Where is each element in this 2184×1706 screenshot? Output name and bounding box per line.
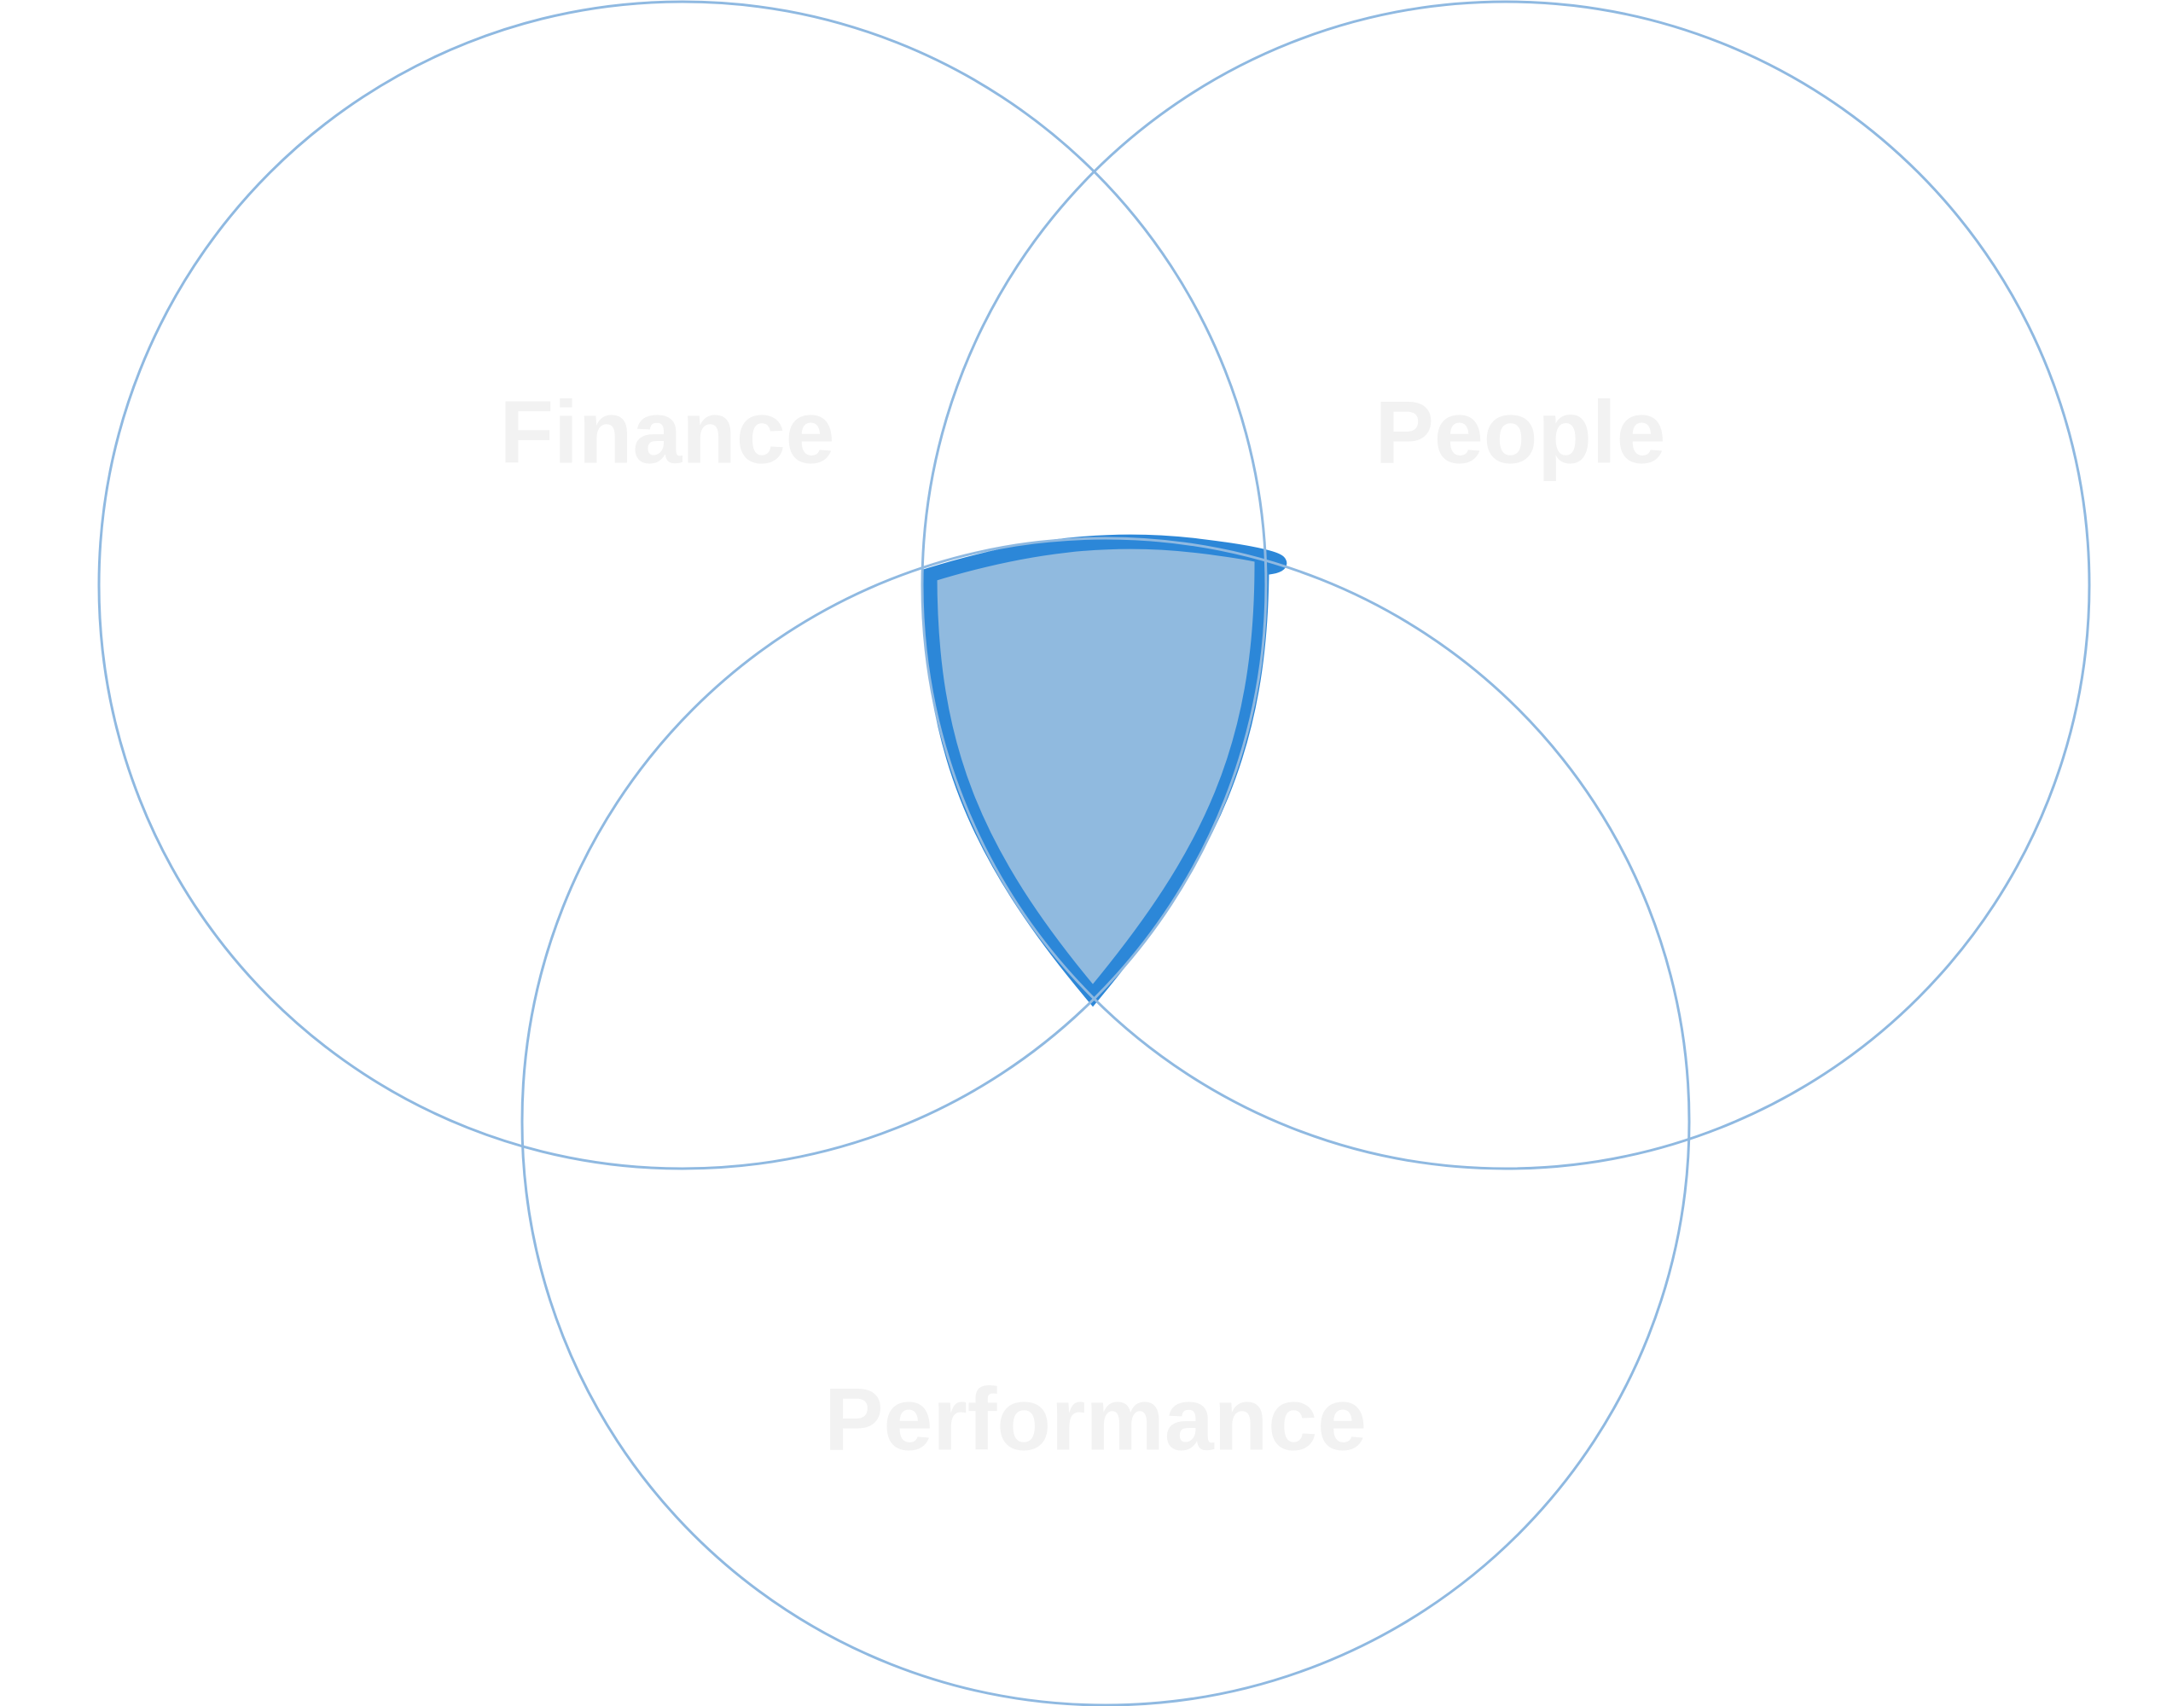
people-label: People xyxy=(1375,383,1666,482)
performance-circle[interactable] xyxy=(520,537,1691,1706)
finance-circle[interactable] xyxy=(97,0,1268,1170)
finance-label: Finance xyxy=(500,383,835,482)
intersection-highlight[interactable] xyxy=(922,534,1287,1007)
performance-label: Performance xyxy=(824,1370,1367,1469)
people-circle[interactable] xyxy=(921,0,2091,1170)
